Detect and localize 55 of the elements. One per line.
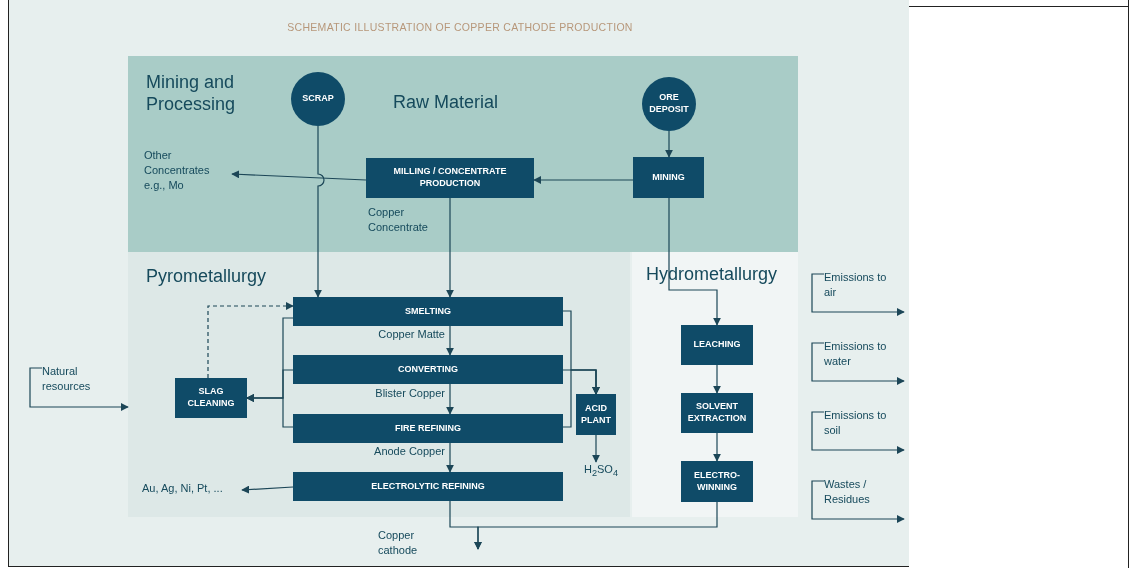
arrow	[446, 325, 454, 356]
flow-label: Au, Ag, Ni, Pt, ...	[142, 481, 224, 496]
arrow	[241, 485, 294, 494]
arrow	[246, 394, 294, 428]
section-heading: Mining and Processing	[146, 72, 237, 116]
arrow	[665, 130, 673, 158]
section-heading: Pyrometallurgy	[146, 266, 267, 288]
flow-label: Copper cathode	[378, 528, 419, 558]
section-band	[128, 56, 798, 252]
source-circle: SCRAP	[291, 72, 345, 126]
flow-label: Emissions to water	[824, 339, 888, 369]
section-band	[632, 252, 798, 517]
arrow	[562, 369, 600, 428]
source-circle: ORE DEPOSIT	[642, 77, 696, 131]
arrow	[713, 364, 721, 394]
flow-label: Wastes / Residues	[824, 477, 871, 507]
process-box: MINING	[633, 157, 704, 198]
edge-label: Blister Copper	[375, 386, 445, 401]
flow-label: Emissions to soil	[824, 408, 888, 438]
arrow	[811, 342, 905, 385]
arrow	[592, 434, 600, 463]
arrow	[231, 170, 367, 181]
section-heading: Raw Material	[393, 92, 499, 114]
arrow	[474, 501, 718, 550]
section-band	[128, 252, 630, 517]
arrow	[314, 125, 325, 298]
process-box: FIRE REFINING	[293, 414, 563, 443]
arrow	[713, 432, 721, 462]
flow-label: Emissions to air	[824, 270, 888, 300]
arrow	[533, 176, 634, 184]
arrow	[446, 197, 454, 298]
flow-label: H$_{2}$SO$_{4}$	[582, 462, 619, 480]
dashed-arrow	[207, 302, 294, 379]
edge-label: Anode Copper	[374, 444, 445, 459]
title: SCHEMATIC ILLUSTRATION OF COPPER CATHODE PRODUCTION	[286, 21, 634, 33]
edge-label: Copper Concentrate	[368, 205, 429, 235]
arrow	[446, 383, 454, 415]
arrow	[811, 411, 905, 454]
process-box: LEACHING	[681, 325, 753, 365]
process-box: MILLING / CONCENTRATE PRODUCTION	[366, 158, 534, 198]
process-box: SOLVENT EXTRACTION	[681, 393, 753, 433]
process-box: ELECTROLYTIC REFINING	[293, 472, 563, 501]
arrow	[811, 273, 905, 316]
arrow	[668, 197, 721, 326]
edge-label: Copper Matte	[378, 327, 445, 342]
arrow	[811, 480, 905, 523]
process-box: CONVERTING	[293, 355, 563, 384]
flow-label: Other Concentrates e.g., Mo	[144, 148, 211, 193]
arrow	[446, 442, 454, 473]
process-box: SLAG CLEANING	[175, 378, 247, 418]
process-box: ELECTRO-WINNING	[681, 461, 753, 502]
process-box: ACID PLANT	[576, 394, 616, 435]
flow-label: Natural resources	[42, 364, 92, 394]
process-box: SMELTING	[293, 297, 563, 326]
arrow	[29, 367, 129, 411]
